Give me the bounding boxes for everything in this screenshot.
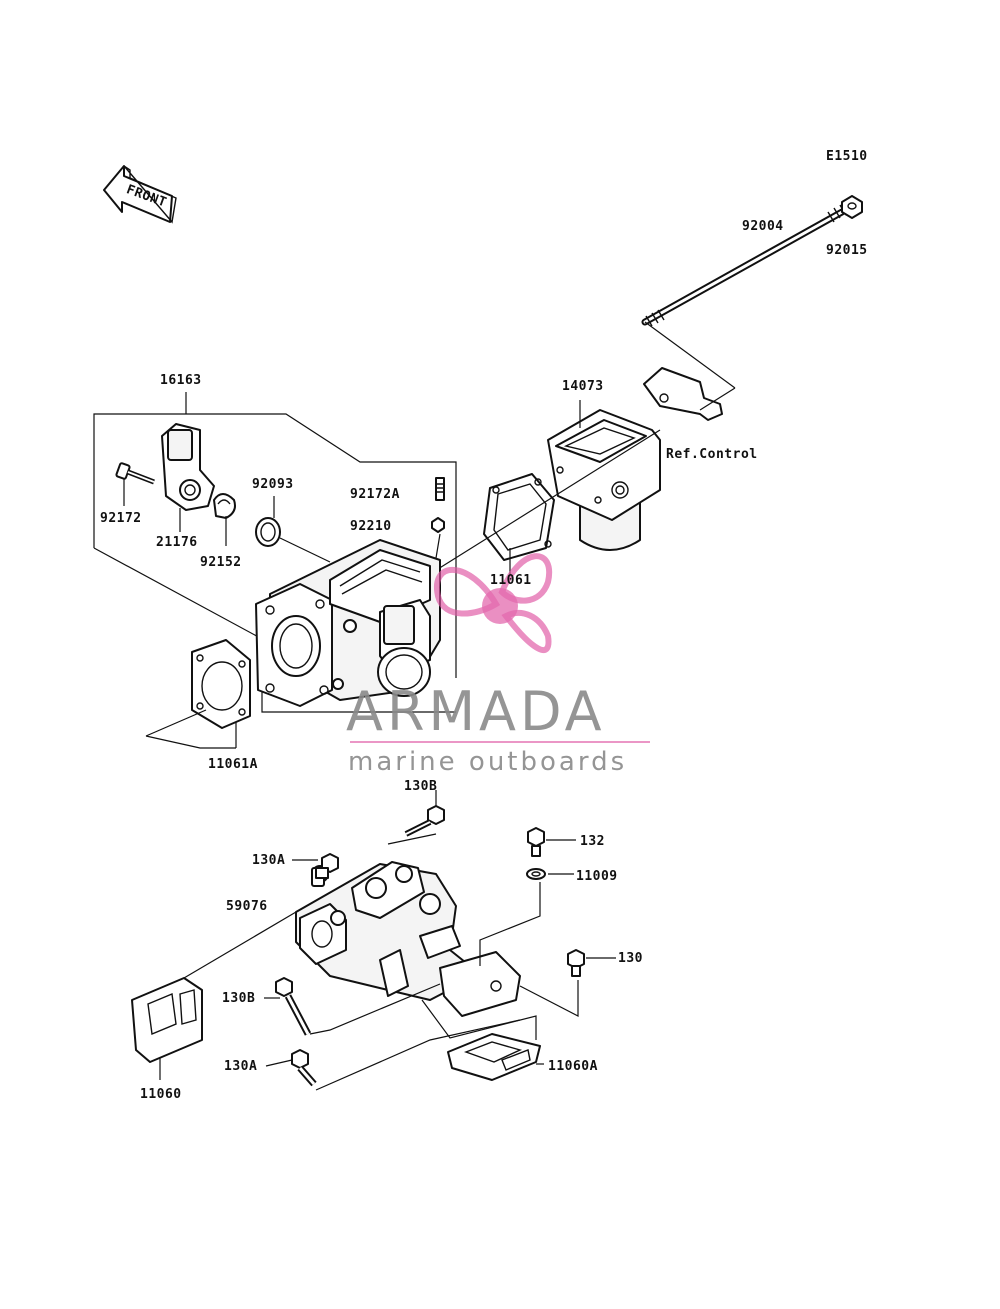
bolt-130A-left-drawing bbox=[265, 1019, 521, 1091]
label-11009[interactable]: 11009 bbox=[576, 869, 618, 884]
screw-92172-drawing bbox=[115, 462, 155, 506]
oring-92093-drawing bbox=[255, 496, 331, 563]
label-92172[interactable]: 92172 bbox=[100, 511, 142, 526]
label-92093[interactable]: 92093 bbox=[252, 477, 294, 492]
clip-92152-drawing bbox=[213, 493, 236, 546]
label-ref-control[interactable]: Ref.Control bbox=[666, 447, 758, 462]
label-130A-left[interactable]: 130A bbox=[224, 1059, 257, 1074]
stud-92004-drawing bbox=[641, 204, 847, 327]
label-92004[interactable]: 92004 bbox=[742, 219, 784, 234]
label-59076[interactable]: 59076 bbox=[226, 899, 268, 914]
label-92172A[interactable]: 92172A bbox=[350, 487, 400, 502]
washer-11009-drawing bbox=[479, 868, 574, 966]
bolt-130A-top-drawing bbox=[292, 853, 339, 879]
label-130[interactable]: 130 bbox=[618, 951, 643, 966]
control-bracket-drawing bbox=[643, 321, 736, 421]
label-16163[interactable]: 16163 bbox=[160, 373, 202, 388]
gasket-11060A-drawing bbox=[421, 999, 544, 1081]
watermark-brand: ARMADA bbox=[346, 680, 606, 743]
gasket-11060-drawing bbox=[131, 911, 297, 1080]
label-132[interactable]: 132 bbox=[580, 834, 605, 849]
label-92015[interactable]: 92015 bbox=[826, 243, 868, 258]
watermark-tagline: marine outboards bbox=[348, 747, 627, 777]
gasket-11061A-drawing bbox=[145, 639, 251, 749]
propeller-logo-icon bbox=[433, 553, 553, 653]
label-11061A[interactable]: 11061A bbox=[208, 757, 258, 772]
manifold-59076-drawing bbox=[295, 861, 521, 1017]
label-14073[interactable]: 14073 bbox=[562, 379, 604, 394]
sensor-21176-drawing bbox=[161, 423, 215, 532]
front-arrow-icon: FRONT bbox=[103, 165, 177, 224]
bolt-130B-left-drawing bbox=[264, 977, 441, 1036]
bolt-132-drawing bbox=[527, 827, 576, 857]
boot-14073-drawing bbox=[547, 400, 661, 551]
armada-watermark: ARMADA marine outboards bbox=[346, 553, 650, 777]
label-11060[interactable]: 11060 bbox=[140, 1087, 182, 1102]
diagram-code: E1510 bbox=[826, 149, 868, 164]
gasket-11061-drawing bbox=[483, 473, 555, 574]
bolt-130B-top-drawing bbox=[387, 790, 445, 845]
label-21176[interactable]: 21176 bbox=[156, 535, 198, 550]
label-130B-top[interactable]: 130B bbox=[404, 779, 437, 794]
bolt-130-drawing bbox=[519, 949, 616, 1017]
label-130A-top[interactable]: 130A bbox=[252, 853, 285, 868]
label-11060A[interactable]: 11060A bbox=[548, 1059, 598, 1074]
label-130B-left[interactable]: 130B bbox=[222, 991, 255, 1006]
label-11061[interactable]: 11061 bbox=[490, 573, 532, 588]
label-92210[interactable]: 92210 bbox=[350, 519, 392, 534]
washer-92210-drawing bbox=[431, 517, 445, 533]
throttle-body-drawing bbox=[255, 539, 441, 707]
nut-92015-drawing bbox=[841, 195, 863, 219]
label-92152[interactable]: 92152 bbox=[200, 555, 242, 570]
